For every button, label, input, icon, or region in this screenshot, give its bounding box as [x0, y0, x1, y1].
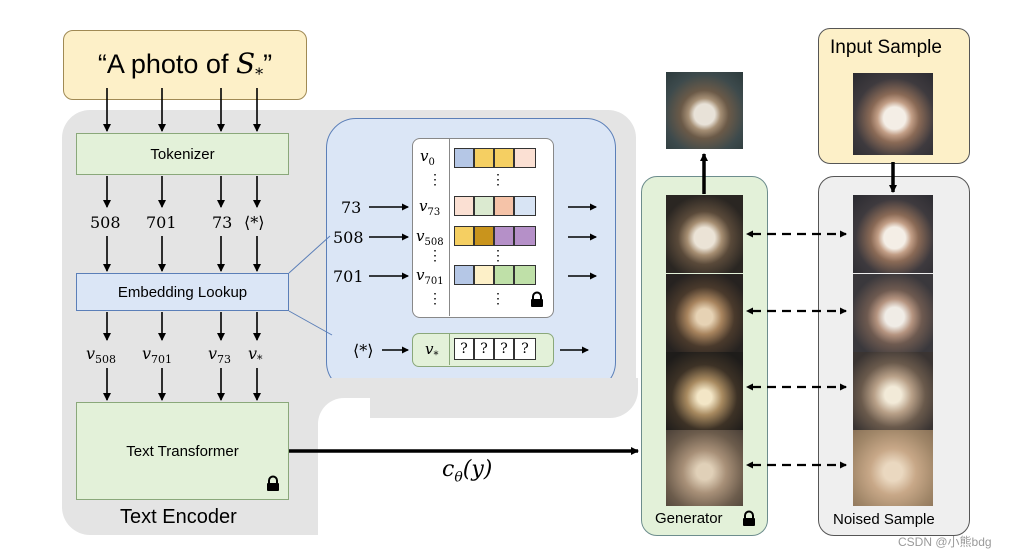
text-transformer-box: Text Transformer	[76, 402, 289, 500]
table-row-v701: v701	[416, 266, 444, 287]
table-row-v73: v73	[419, 197, 441, 218]
cell	[494, 265, 514, 285]
cell	[454, 148, 474, 168]
cell	[474, 265, 494, 285]
cell	[474, 226, 494, 246]
cell	[494, 226, 514, 246]
table-input-73: 73	[341, 198, 362, 217]
table-divider	[449, 138, 450, 316]
cell	[514, 226, 536, 246]
table-input-508: 508	[333, 228, 364, 247]
token-id-star: ⟨*⟩	[244, 213, 265, 232]
noised-step-2-image	[853, 274, 933, 352]
generator-step-2-image	[666, 274, 743, 352]
new-token-input: ⟨*⟩	[353, 341, 374, 360]
embedding-v701: v701	[142, 344, 173, 367]
generator-step-3-image	[666, 352, 743, 430]
token-id-701: 701	[146, 213, 177, 232]
table-ellipsis-col-3: ⋮	[491, 291, 505, 307]
table-ellipsis-3: ⋮	[428, 291, 442, 307]
new-token-divider	[449, 333, 450, 365]
table-ellipsis-1: ⋮	[428, 172, 442, 188]
unknown-cell: ?	[474, 338, 494, 360]
watermark: CSDN @小熊bdg	[898, 535, 992, 549]
tokenizer-label: Tokenizer	[150, 145, 215, 163]
cell	[474, 148, 494, 168]
new-token-label: v*	[425, 340, 439, 361]
prompt-box: “A photo of S*”	[63, 30, 307, 100]
embedding-lookup-label: Embedding Lookup	[117, 283, 248, 301]
generated-output-image	[666, 72, 743, 149]
unknown-cell: ?	[494, 338, 514, 360]
cell	[454, 265, 474, 285]
embedding-v508: v508	[86, 344, 117, 367]
cell	[514, 148, 536, 168]
input-sample-image	[853, 73, 933, 155]
panel-notch-corner	[318, 378, 638, 418]
input-sample-label: Input Sample	[830, 37, 942, 58]
generator-label: Generator	[655, 510, 723, 527]
cell	[514, 265, 536, 285]
text-transformer-label: Text Transformer	[126, 442, 239, 460]
cell	[494, 196, 514, 216]
embedding-v73: v73	[208, 344, 232, 367]
cell	[494, 148, 514, 168]
table-ellipsis-col-1: ⋮	[491, 172, 505, 188]
embedding-vstar: v*	[248, 344, 263, 367]
generator-step-4-image	[666, 430, 743, 506]
cell	[454, 196, 474, 216]
table-row-v508: v508	[416, 227, 444, 248]
panel-notch-round	[318, 398, 370, 450]
cell	[514, 196, 536, 216]
cell	[454, 226, 474, 246]
noised-step-4-image	[853, 430, 933, 506]
table-ellipsis-2: ⋮	[428, 248, 442, 264]
conditioning-label: cθ(y)	[442, 457, 493, 486]
noised-sample-label: Noised Sample	[833, 511, 935, 528]
generator-step-1-image	[666, 195, 743, 273]
table-ellipsis-col-2: ⋮	[491, 248, 505, 264]
noised-step-3-image	[853, 352, 933, 430]
text-encoder-label: Text Encoder	[120, 506, 237, 528]
prompt-text: “A photo of S*”	[97, 46, 273, 84]
unknown-cell: ?	[514, 338, 536, 360]
table-row-v0: v0	[420, 147, 435, 168]
table-input-701: 701	[333, 267, 364, 286]
tokenizer-box: Tokenizer	[76, 133, 289, 175]
unknown-cell: ?	[454, 338, 474, 360]
cell	[474, 196, 494, 216]
noised-step-1-image	[853, 195, 933, 273]
token-id-508: 508	[90, 213, 121, 232]
panel-notch	[318, 398, 648, 538]
token-id-73: 73	[212, 213, 233, 232]
embedding-lookup-box: Embedding Lookup	[76, 273, 289, 311]
